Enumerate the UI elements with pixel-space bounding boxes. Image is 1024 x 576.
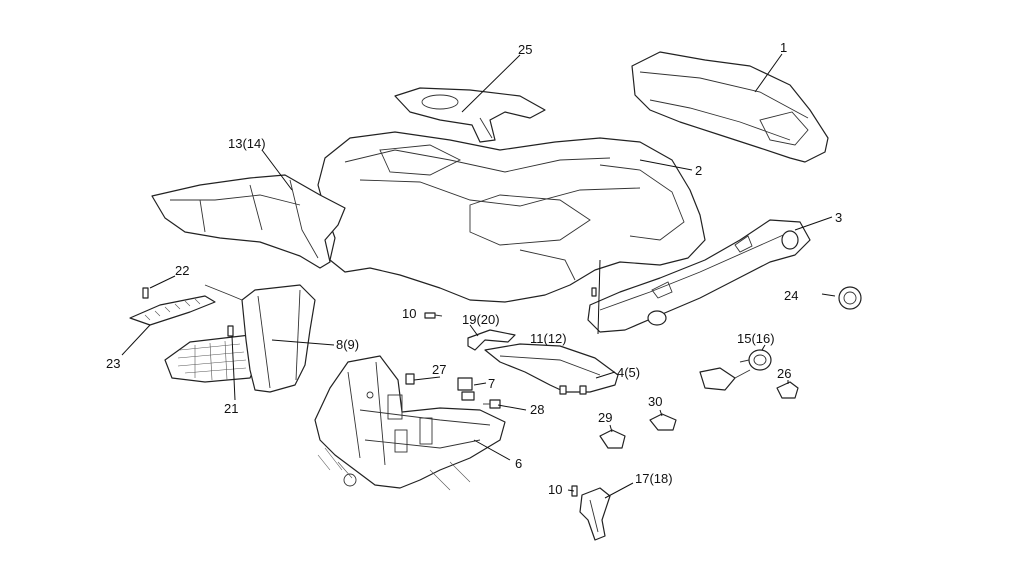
part-24-cap bbox=[838, 286, 862, 310]
leader-lines bbox=[121, 53, 836, 499]
part-1-rear-cover bbox=[631, 51, 829, 163]
part-8-mud-flap bbox=[204, 284, 316, 393]
callout-labels: 1 2 3 4(5) 6 7 8(9) 10 10 11(12) 13(14) … bbox=[106, 40, 842, 497]
floorboard bbox=[164, 334, 259, 383]
label-4-5: 4(5) bbox=[617, 365, 640, 380]
label-10-lower: 10 bbox=[548, 482, 562, 497]
label-3: 3 bbox=[835, 210, 842, 225]
label-2: 2 bbox=[695, 163, 702, 178]
label-23: 23 bbox=[106, 356, 120, 371]
label-21: 21 bbox=[224, 401, 238, 416]
part-27-clip bbox=[405, 373, 415, 385]
label-28: 28 bbox=[530, 402, 544, 417]
part-3-front-bumper bbox=[587, 219, 811, 333]
part-22-screw bbox=[142, 287, 149, 299]
part-10-bolt-upper bbox=[424, 312, 443, 319]
part-19-bracket bbox=[467, 329, 516, 351]
part-29-bulb bbox=[599, 429, 626, 449]
part-7-clamp bbox=[457, 377, 475, 401]
part-11-bolt bbox=[591, 287, 597, 297]
part-6-frame bbox=[314, 355, 506, 491]
label-1: 1 bbox=[780, 40, 787, 55]
part-25-top-panel bbox=[394, 87, 546, 143]
part-4-lower-guard bbox=[484, 343, 619, 395]
label-7: 7 bbox=[488, 376, 495, 391]
part-28-nut bbox=[483, 399, 501, 409]
label-10-upper: 10 bbox=[402, 306, 416, 321]
label-13-14: 13(14) bbox=[228, 136, 266, 151]
part-15-headlight bbox=[699, 349, 772, 391]
label-24: 24 bbox=[784, 288, 798, 303]
label-11-12: 11(12) bbox=[530, 331, 567, 346]
label-22: 22 bbox=[175, 263, 189, 278]
label-27: 27 bbox=[432, 362, 446, 377]
part-13-side-panel bbox=[151, 174, 346, 269]
label-15-16: 15(16) bbox=[737, 331, 775, 346]
part-30-bulb bbox=[649, 413, 677, 431]
part-23-footrest-bracket bbox=[129, 295, 216, 326]
label-26: 26 bbox=[777, 366, 791, 381]
part-2-front-fender bbox=[317, 131, 706, 303]
label-8-9: 8(9) bbox=[336, 337, 359, 352]
label-17-18: 17(18) bbox=[635, 471, 673, 486]
part-17-lower-bracket bbox=[579, 487, 611, 541]
part-26-socket bbox=[776, 381, 799, 399]
part-21-screw bbox=[227, 325, 234, 337]
label-19-20: 19(20) bbox=[462, 312, 500, 327]
label-6: 6 bbox=[515, 456, 522, 471]
label-30: 30 bbox=[648, 394, 662, 409]
label-29: 29 bbox=[598, 410, 612, 425]
label-25: 25 bbox=[518, 42, 532, 57]
